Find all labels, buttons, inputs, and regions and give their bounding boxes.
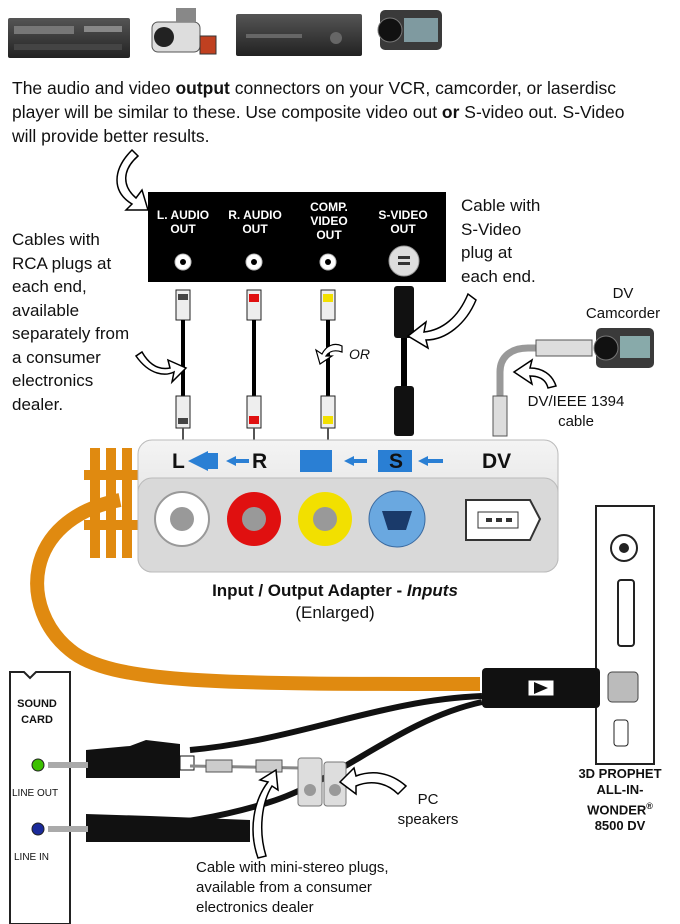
laserdisc-player-image: [236, 14, 362, 56]
adapter-label-l: L: [172, 450, 185, 473]
dv-cable: [496, 344, 552, 404]
intro-bold-or: or: [441, 102, 460, 122]
intro-text: The audio and video output connectors on…: [12, 76, 652, 148]
line-out-label: LINE OUT: [12, 788, 59, 799]
adapter-label-dv: DV: [482, 450, 512, 473]
vcr-image: [8, 18, 130, 58]
intro-bold-output: output: [175, 78, 230, 98]
orange-cable: [30, 493, 481, 691]
adapter-subtitle: (Enlarged): [295, 603, 375, 622]
adapter-title: Input / Output Adapter - Inputs (Enlarge…: [140, 580, 530, 624]
pc-speakers-image: [297, 757, 347, 807]
adapter-label-s: S: [389, 450, 404, 473]
intro-part-2: connectors on your VCR, camcorder, or la…: [12, 78, 617, 122]
adapter-title-italic: Inputs: [406, 581, 458, 600]
sound-card-bracket: [9, 671, 71, 924]
intro-part-3: S-video out. S-Video will provide better…: [12, 102, 625, 146]
pointer-arrow-panel: [116, 148, 150, 211]
input-direction-arrows: [188, 450, 443, 472]
line-out-jack: [31, 758, 45, 772]
pointer-arrow-mini-cable: [252, 768, 279, 859]
s-video-cable: [394, 286, 414, 436]
pointer-arrow-svideo: [406, 292, 477, 350]
pointer-arrow-dv: [512, 358, 557, 389]
dv-camcorder-top-image: [377, 10, 442, 50]
rca-cable-composite: [320, 289, 336, 440]
pointer-arrow-speakers: [338, 766, 408, 796]
pointer-arrow-rca: [134, 350, 188, 385]
or-label: OR: [349, 346, 370, 362]
registered-mark: ®: [646, 801, 653, 811]
adapter-title-bold: Input / Output Adapter -: [212, 581, 407, 600]
intro-part-1: The audio and video: [12, 78, 176, 98]
rca-cable-left: [175, 289, 191, 440]
audio-cable-upper: [189, 693, 483, 753]
note-mini-cable: Cable with mini-stereo plugs,available f…: [196, 859, 389, 916]
pointer-arrow-or: [314, 343, 343, 365]
line-in-label: LINE IN: [14, 852, 50, 863]
camcorder-image: [151, 8, 217, 55]
line-in-jack: [31, 822, 45, 836]
rca-cable-right: [246, 289, 262, 440]
adapter-connector-fingers: [84, 448, 142, 558]
adapter-label-r: R: [252, 450, 268, 473]
s-video-out-jack: [388, 245, 420, 277]
dv-camcorder-image: [593, 328, 654, 368]
graphics-card-name: 3D PROPHET ALL-IN- WONDER® 8500 DV: [578, 766, 662, 834]
